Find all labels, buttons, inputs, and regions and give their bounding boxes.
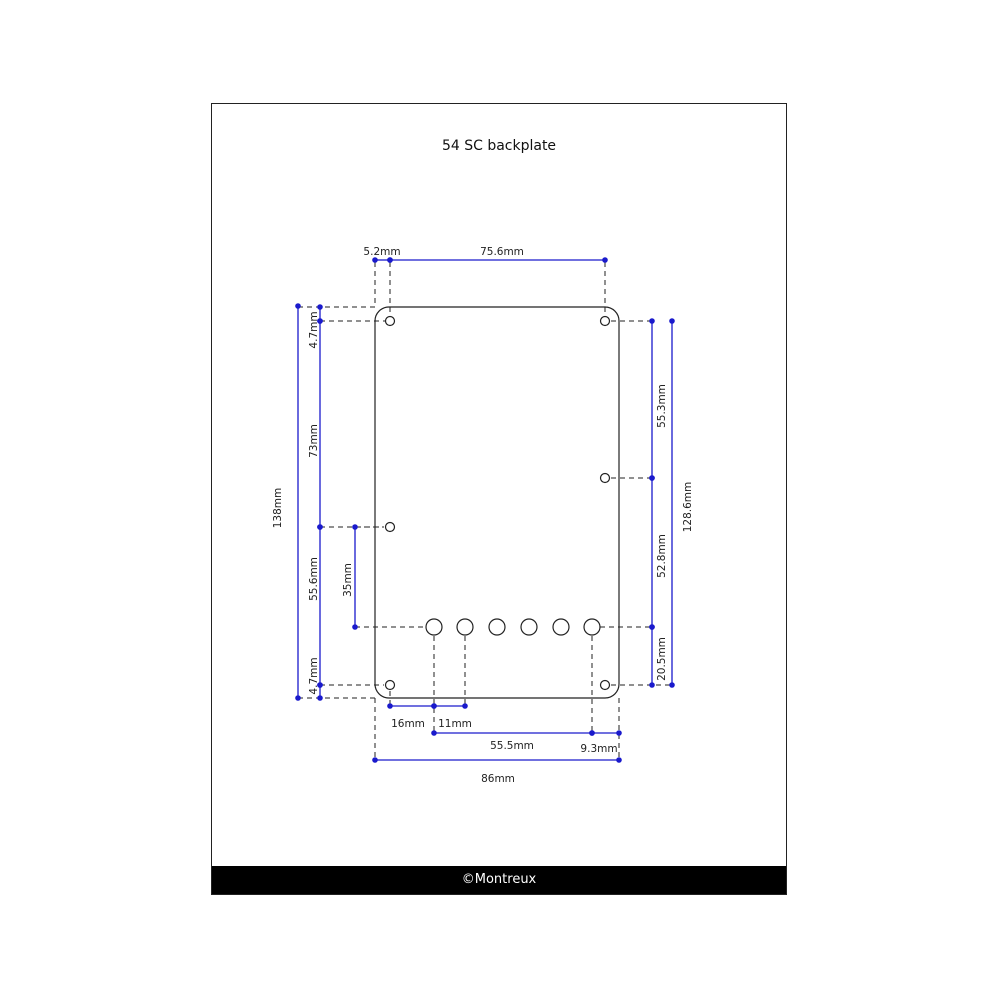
label-row-end-offset: 9.3mm xyxy=(580,743,617,755)
dim-first-row-offset-start-dot xyxy=(387,703,393,709)
label-overall-width: 86mm xyxy=(481,773,515,785)
label-bottom-edge-to-hole: 4.7mm xyxy=(308,657,320,694)
spring-hole-4 xyxy=(520,618,538,636)
plate-outline xyxy=(374,306,620,699)
label-mid-hole-to-row: 35mm xyxy=(342,563,354,597)
label-top-offset: 5.2mm xyxy=(363,246,400,258)
dim-left-upper-start-dot xyxy=(317,318,323,324)
dim-top-hole-spacing-end-dot xyxy=(602,257,608,263)
plate-geometry xyxy=(374,306,620,699)
dim-left-lower-start-dot xyxy=(317,524,323,530)
label-row-span: 55.5mm xyxy=(490,740,534,752)
dimension-lines xyxy=(295,257,675,763)
label-row-hole-pitch: 11mm xyxy=(438,718,472,730)
dim-overall-height-start-dot xyxy=(295,303,301,309)
mount-hole-right-mid xyxy=(599,472,611,484)
dim-top-hole-spacing-start-dot xyxy=(387,257,393,263)
dim-bottom-edge-start-dot xyxy=(317,682,323,688)
dim-top-offset-start-dot xyxy=(372,257,378,263)
dimension-labels: 5.2mm 75.6mm 138mm 4.7mm 73mm 55.6mm 4.7mm 35mm… xyxy=(272,246,694,785)
dim-right-upper-start-dot xyxy=(649,318,655,324)
dim-right-total-start-dot xyxy=(669,318,675,324)
dim-overall-width-start-dot xyxy=(372,757,378,763)
dim-mid-to-row-start-dot xyxy=(352,524,358,530)
label-left-lower-hole-spacing: 55.6mm xyxy=(308,557,320,601)
dim-right-lower-start-dot xyxy=(649,624,655,630)
mount-hole-bottom-left xyxy=(384,679,396,691)
dim-right-lower-end-dot xyxy=(649,682,655,688)
spring-hole-1 xyxy=(425,618,443,636)
dim-row-end-offset-end-dot xyxy=(616,730,622,736)
label-right-total-spacing: 128.6mm xyxy=(682,482,694,533)
label-overall-height: 138mm xyxy=(272,488,284,529)
dim-overall-height-end-dot xyxy=(295,695,301,701)
dim-bottom-edge-end-dot xyxy=(317,695,323,701)
dim-row-pitch-start-dot xyxy=(431,703,437,709)
label-right-upper-spacing: 55.3mm xyxy=(656,384,668,428)
label-left-upper-hole-spacing: 73mm xyxy=(308,424,320,458)
dim-row-end-offset-start-dot xyxy=(589,730,595,736)
dim-top-edge-to-hole-start-dot xyxy=(317,304,323,310)
footer-bar: ©Montreux xyxy=(212,866,786,894)
copyright-text: ©Montreux xyxy=(461,872,537,887)
page-title: 54 SC backplate xyxy=(441,138,557,154)
leader-lines xyxy=(298,262,672,760)
spring-hole-3 xyxy=(488,618,506,636)
dim-overall-width-end-dot xyxy=(616,757,622,763)
spring-hole-5 xyxy=(552,618,570,636)
dim-mid-to-row-end-dot xyxy=(352,624,358,630)
drawing-sheet: 54 SC backplate ©Montreux xyxy=(211,103,787,895)
label-top-hole-spacing: 75.6mm xyxy=(480,246,524,258)
label-right-lower-spacing: 20.5mm xyxy=(656,637,668,681)
mount-hole-top-right xyxy=(599,315,611,327)
dim-right-mid-start-dot xyxy=(649,475,655,481)
label-top-edge-to-hole: 4.7mm xyxy=(308,311,320,348)
mount-hole-left-mid xyxy=(384,521,396,533)
label-first-row-hole-offset: 16mm xyxy=(391,718,425,730)
dim-right-total-end-dot xyxy=(669,682,675,688)
spring-hole-2 xyxy=(456,618,474,636)
dim-row-span-start-dot xyxy=(431,730,437,736)
spring-hole-6 xyxy=(583,618,601,636)
mount-hole-top-left xyxy=(384,315,396,327)
label-right-mid-spacing: 52.8mm xyxy=(656,534,668,578)
dim-row-pitch-end-dot xyxy=(462,703,468,709)
mount-hole-bottom-right xyxy=(599,679,611,691)
